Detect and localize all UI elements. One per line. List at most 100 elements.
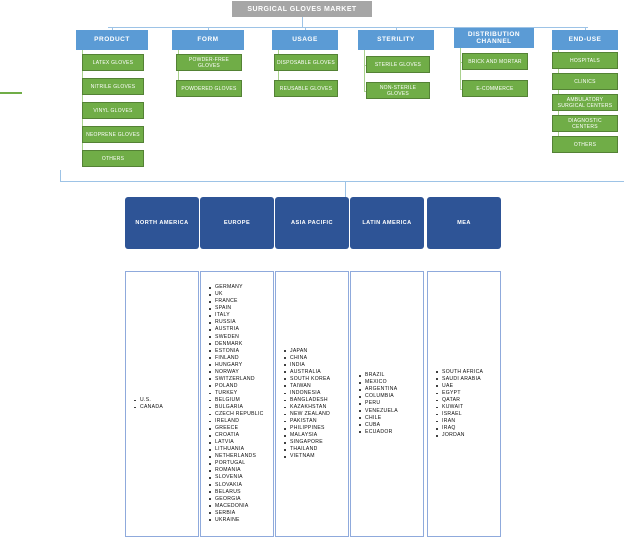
country-list-item: LITHUANIA: [209, 446, 273, 453]
region-bus-connector: [60, 181, 624, 182]
region-box-asia-pacific[interactable]: ASIA PACIFIC: [275, 197, 349, 249]
country-list-item: CHINA: [284, 355, 348, 362]
country-list-item: SLOVENIA: [209, 474, 273, 481]
segment-header-distribution-channel[interactable]: DISTRIBUTION CHANNEL: [454, 28, 534, 48]
trunk-horizontal-connector: [108, 27, 588, 28]
country-list-item: IRAQ: [436, 425, 500, 432]
region-box-mea[interactable]: MEA: [427, 197, 501, 249]
segment-drop-connector-form: [208, 27, 209, 30]
country-list-item: NETHERLANDS: [209, 453, 273, 460]
segment-item-end-use-1[interactable]: HOSPITALS: [552, 52, 618, 69]
country-list-item: SWEDEN: [209, 334, 273, 341]
segment-item-end-use-3[interactable]: AMBULATORY SURGICAL CENTERS: [552, 94, 618, 111]
country-list-item: MALAYSIA: [284, 432, 348, 439]
country-list-item: SERBIA: [209, 510, 273, 517]
segment-item-distribution-channel-2[interactable]: E-COMMERCE: [462, 80, 528, 97]
segment-item-usage-1[interactable]: DISPOSABLE GLOVES: [274, 54, 338, 71]
segment-item-product-4[interactable]: NEOPRENE GLOVES: [82, 126, 144, 143]
segment-drop-connector-usage: [305, 27, 306, 30]
stray-green-line: [0, 92, 22, 94]
segment-spine-sterility: [364, 50, 365, 91]
country-list-item: SOUTH AFRICA: [436, 369, 500, 376]
country-list-item: HUNGARY: [209, 362, 273, 369]
country-list-item: FINLAND: [209, 355, 273, 362]
country-list-item: COLUMBIA: [359, 393, 423, 400]
country-list-item: INDIA: [284, 362, 348, 369]
segment-item-form-1[interactable]: POWDER-FREE GLOVES: [176, 54, 242, 71]
segment-item-end-use-5[interactable]: OTHERS: [552, 136, 618, 153]
segment-header-form[interactable]: FORM: [172, 30, 244, 50]
segment-drop-connector-product: [112, 27, 113, 30]
segment-branch-connector: [364, 90, 366, 92]
country-list-item: FRANCE: [209, 298, 273, 305]
country-list-item: CUBA: [359, 422, 423, 429]
country-list-item: GREECE: [209, 425, 273, 432]
segment-item-sterility-2[interactable]: NON-STERILE GLOVES: [366, 82, 430, 99]
region-box-north-america[interactable]: NORTH AMERICA: [125, 197, 199, 249]
country-list-item: ITALY: [209, 312, 273, 319]
country-list-item: RUSSIA: [209, 319, 273, 326]
country-list-item: PAKISTAN: [284, 418, 348, 425]
country-list-item: BELGIUM: [209, 397, 273, 404]
country-list-item: SAUDI ARABIA: [436, 376, 500, 383]
country-list-item: BANGLADESH: [284, 397, 348, 404]
segment-header-end-use[interactable]: END-USE: [552, 30, 618, 50]
segment-item-product-1[interactable]: LATEX GLOVES: [82, 54, 144, 71]
segment-item-form-2[interactable]: POWDERED GLOVES: [176, 80, 242, 97]
country-list-item: ECUADOR: [359, 429, 423, 436]
country-list-item: UKRAINE: [209, 517, 273, 524]
country-list-item: CROATIA: [209, 432, 273, 439]
region-box-europe[interactable]: EUROPE: [200, 197, 274, 249]
country-list-item: SINGAPORE: [284, 439, 348, 446]
country-list-item: JAPAN: [284, 348, 348, 355]
country-list-item: AUSTRALIA: [284, 369, 348, 376]
country-list-item: ROMANIA: [209, 467, 273, 474]
segment-branch-connector: [460, 88, 462, 90]
segment-item-sterility-1[interactable]: STERILE GLOVES: [366, 56, 430, 73]
segment-header-product[interactable]: PRODUCT: [76, 30, 148, 50]
segment-item-distribution-channel-1[interactable]: BRICK AND MORTAR: [462, 53, 528, 70]
country-list-item: POLAND: [209, 383, 273, 390]
country-list-item: SLOVAKIA: [209, 482, 273, 489]
country-list-item: SOUTH KOREA: [284, 376, 348, 383]
country-list-item: ESTONIA: [209, 348, 273, 355]
segment-header-usage[interactable]: USAGE: [272, 30, 338, 50]
country-list-items: U.S.CANADA: [126, 397, 198, 411]
country-list-item: VENEZUELA: [359, 408, 423, 415]
country-list-item: SWITZERLAND: [209, 376, 273, 383]
region-bus-drop: [345, 181, 346, 197]
segment-item-end-use-4[interactable]: DIAGNOSTIC CENTERS: [552, 115, 618, 132]
country-list-item: VIETNAM: [284, 453, 348, 460]
region-box-latin-america[interactable]: LATIN AMERICA: [350, 197, 424, 249]
trunk-vertical-connector: [302, 17, 303, 27]
segment-drop-connector-end-use: [585, 27, 586, 30]
segment-item-usage-2[interactable]: REUSABLE GLOVES: [274, 80, 338, 97]
country-list-item: IRAN: [436, 418, 500, 425]
segment-item-product-5[interactable]: OTHERS: [82, 150, 144, 167]
country-list-item: EGYPT: [436, 390, 500, 397]
country-list-item: KAZAKHSTAN: [284, 404, 348, 411]
segment-item-product-2[interactable]: NITRILE GLOVES: [82, 78, 144, 95]
country-list-item: NORWAY: [209, 369, 273, 376]
country-list-item: THAILAND: [284, 446, 348, 453]
country-list-item: BELARUS: [209, 489, 273, 496]
country-list-item: PORTUGAL: [209, 460, 273, 467]
segment-spine-distribution-channel: [460, 48, 461, 89]
country-list-item: IRELAND: [209, 418, 273, 425]
country-list-item: DENMARK: [209, 341, 273, 348]
country-list-item: MACEDONIA: [209, 503, 273, 510]
country-list-item: INDONESIA: [284, 390, 348, 397]
country-list-item: UK: [209, 291, 273, 298]
country-list-item: PERU: [359, 400, 423, 407]
segment-header-sterility[interactable]: STERILITY: [358, 30, 434, 50]
country-list-item: BULGARIA: [209, 404, 273, 411]
segment-item-product-3[interactable]: VINYL GLOVES: [82, 102, 144, 119]
segment-item-end-use-2[interactable]: CLINICS: [552, 73, 618, 90]
